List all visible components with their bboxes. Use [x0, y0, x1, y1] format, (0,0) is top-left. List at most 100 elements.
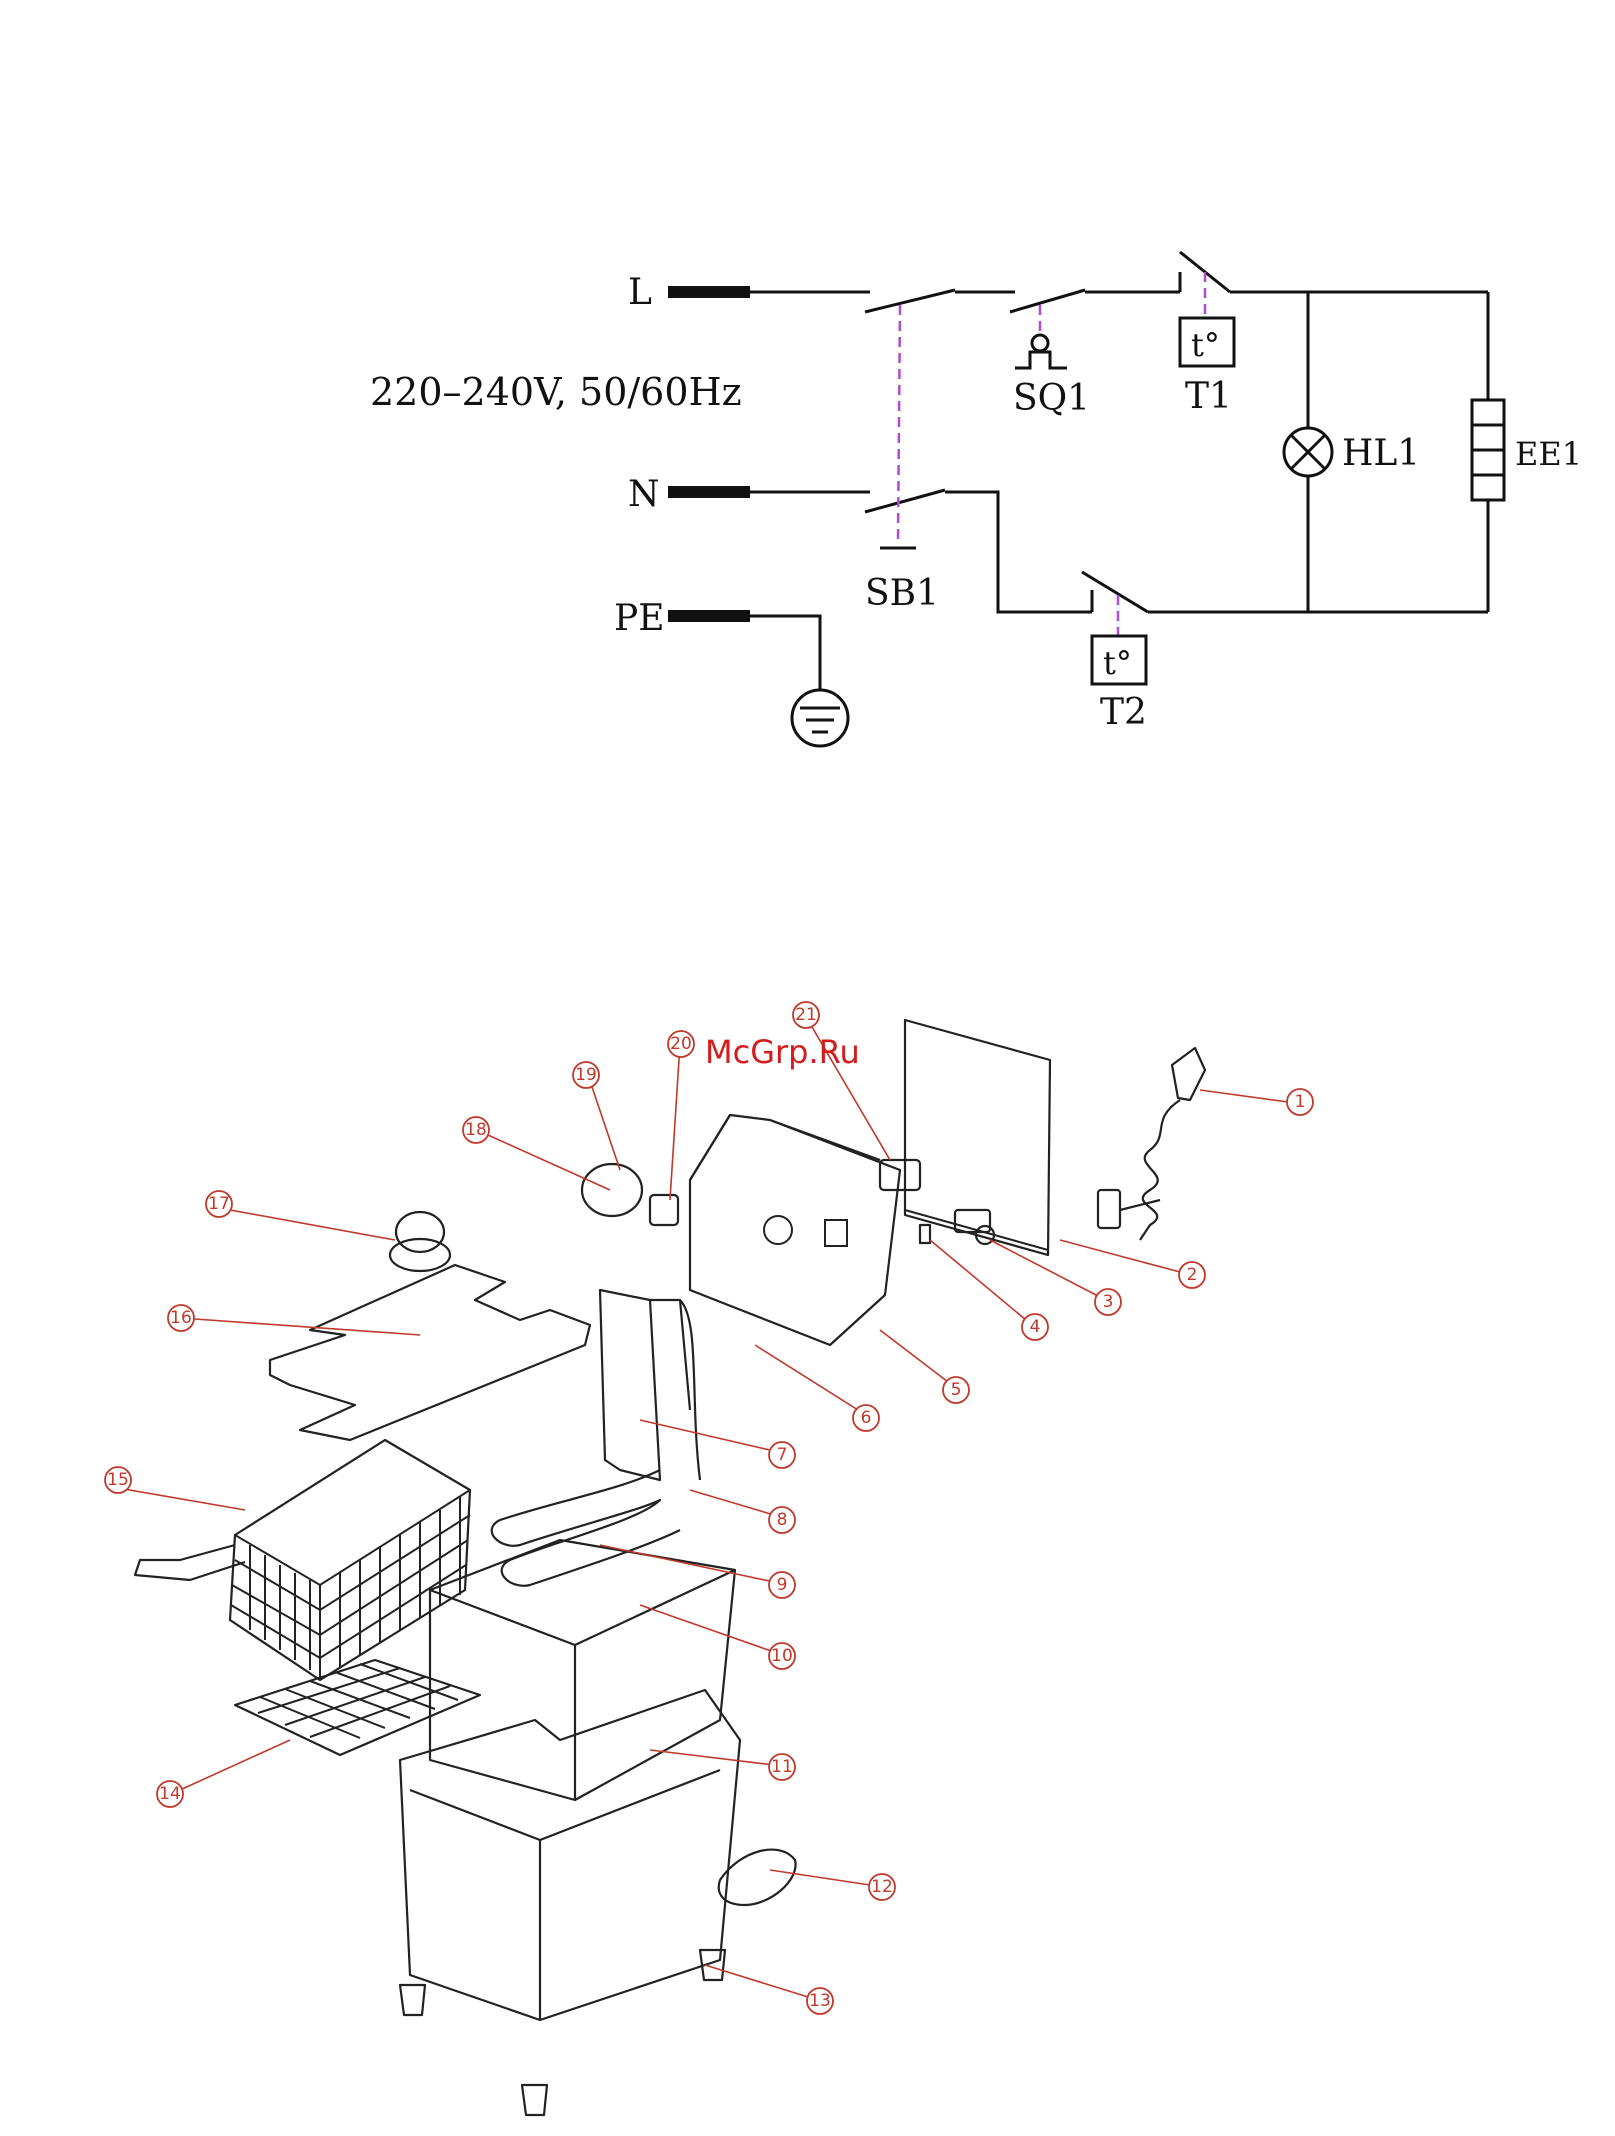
- wire-n-2: [945, 492, 1092, 612]
- element-bracket: [600, 1290, 660, 1480]
- svg-text:5: 5: [951, 1380, 962, 1400]
- callout-16: 16: [168, 1305, 194, 1331]
- cord-end: [1120, 1200, 1160, 1210]
- sq1-plunger-icon: [1032, 335, 1048, 351]
- hl1-label: HL1: [1342, 433, 1420, 474]
- control-housing-hole: [764, 1216, 792, 1244]
- terminal-n-label: N: [628, 474, 660, 515]
- terminal-l-label: L: [628, 272, 652, 313]
- control-housing-window: [825, 1220, 847, 1246]
- svg-text:8: 8: [777, 1510, 788, 1530]
- t2-label: T2: [1100, 692, 1147, 733]
- control-housing-edge: [690, 1115, 880, 1180]
- svg-text:20: 20: [670, 1034, 692, 1054]
- oil-container: [430, 1540, 735, 1800]
- sb1-label: SB1: [865, 573, 939, 614]
- t1-thermo-symbol: t°: [1191, 326, 1220, 364]
- callout-11: 11: [769, 1754, 795, 1780]
- oil-container-rim: [430, 1570, 735, 1645]
- callout-21: 21: [793, 1002, 819, 1028]
- back-panel: [905, 1020, 1050, 1255]
- wire-pe: [750, 616, 820, 690]
- callout-13: 13: [807, 1988, 833, 2014]
- callout-10: 10: [769, 1643, 795, 1669]
- outer-housing-rim: [410, 1770, 720, 1840]
- callout-5: 5: [943, 1377, 969, 1403]
- foot-icon-1: [400, 1985, 425, 2015]
- svg-text:6: 6: [861, 1408, 872, 1428]
- callout-20: 20: [668, 1031, 694, 1057]
- ee1-label: EE1: [1515, 435, 1582, 473]
- terminal-pe-pin: [668, 610, 750, 622]
- terminal-n-pin: [668, 486, 750, 498]
- callout-12: 12: [869, 1874, 895, 1900]
- ee1-heater-segments: [1472, 425, 1504, 475]
- plug-icon: [1172, 1048, 1205, 1100]
- lid-knob-base: [390, 1239, 450, 1271]
- control-knob-icon: [582, 1164, 642, 1216]
- outer-housing: [400, 1690, 740, 2020]
- callout-2: 2: [1179, 1262, 1205, 1288]
- callout-17: 17: [206, 1191, 232, 1217]
- basket-grid: [235, 1660, 480, 1755]
- svg-text:12: 12: [871, 1877, 893, 1897]
- terminal-l-pin: [668, 286, 750, 298]
- terminal-pe-label: PE: [614, 598, 665, 639]
- foot-icon-3: [522, 2085, 547, 2115]
- callout-9: 9: [769, 1572, 795, 1598]
- svg-text:13: 13: [809, 1991, 831, 2011]
- sb1-mechanical-link: [898, 305, 900, 542]
- svg-text:9: 9: [777, 1575, 788, 1595]
- power-cord-icon: [1140, 1100, 1180, 1240]
- svg-text:16: 16: [170, 1308, 192, 1328]
- supply-voltage-label: 220–240V, 50/60Hz: [370, 370, 742, 414]
- leader-lines: [118, 1015, 1288, 1997]
- watermark-text: McGrp.Ru: [705, 1033, 860, 1071]
- basket-handle-icon: [135, 1545, 245, 1580]
- svg-text:19: 19: [575, 1065, 597, 1085]
- svg-text:3: 3: [1103, 1292, 1114, 1312]
- sq1-button-icon: [1015, 352, 1067, 368]
- t1-label: T1: [1185, 376, 1232, 417]
- heating-element-icon: [492, 1470, 680, 1586]
- svg-text:1: 1: [1295, 1092, 1306, 1112]
- ground-symbol-ring: [792, 690, 848, 746]
- svg-text:7: 7: [777, 1445, 788, 1465]
- callout-18: 18: [463, 1117, 489, 1143]
- svg-text:2: 2: [1187, 1265, 1198, 1285]
- callout-4: 4: [1022, 1314, 1048, 1340]
- hl1-lamp-cross: [1291, 435, 1325, 469]
- callout-19: 19: [573, 1062, 599, 1088]
- svg-text:4: 4: [1030, 1317, 1041, 1337]
- exploded-view: 1 2 3 4 5 6 7 8 9 10 11 12 13 14 15 16 1…: [105, 1002, 1313, 2115]
- callout-7: 7: [769, 1442, 795, 1468]
- cord-grommet-icon: [1098, 1190, 1120, 1228]
- lid-knob-icon: [396, 1212, 444, 1252]
- callout-1: 1: [1287, 1089, 1313, 1115]
- screw-icon: [920, 1225, 930, 1243]
- sq1-label: SQ1: [1013, 378, 1090, 419]
- callout-8: 8: [769, 1507, 795, 1533]
- svg-text:18: 18: [465, 1120, 487, 1140]
- svg-text:10: 10: [771, 1646, 793, 1666]
- callouts: 1 2 3 4 5 6 7 8 9 10 11 12 13 14 15 16 1…: [105, 1002, 1313, 2014]
- svg-text:11: 11: [771, 1757, 793, 1777]
- switch-sb1-n-blade: [865, 490, 945, 512]
- lid: [270, 1265, 590, 1440]
- t2-thermo-symbol: t°: [1103, 644, 1132, 682]
- callout-14: 14: [157, 1781, 183, 1807]
- svg-text:21: 21: [795, 1005, 817, 1025]
- callout-3: 3: [1095, 1289, 1121, 1315]
- basket-grid-mesh: [258, 1664, 458, 1738]
- callout-15: 15: [105, 1467, 131, 1493]
- svg-text:17: 17: [208, 1194, 230, 1214]
- thermostat-body-icon: [650, 1195, 678, 1225]
- switch-sq1-blade: [1010, 290, 1085, 312]
- callout-6: 6: [853, 1405, 879, 1431]
- svg-text:15: 15: [107, 1470, 129, 1490]
- wiring-schematic: L N PE 220–240V, 50/60Hz SB1: [370, 252, 1582, 746]
- svg-text:14: 14: [159, 1784, 181, 1804]
- control-housing: [690, 1115, 900, 1345]
